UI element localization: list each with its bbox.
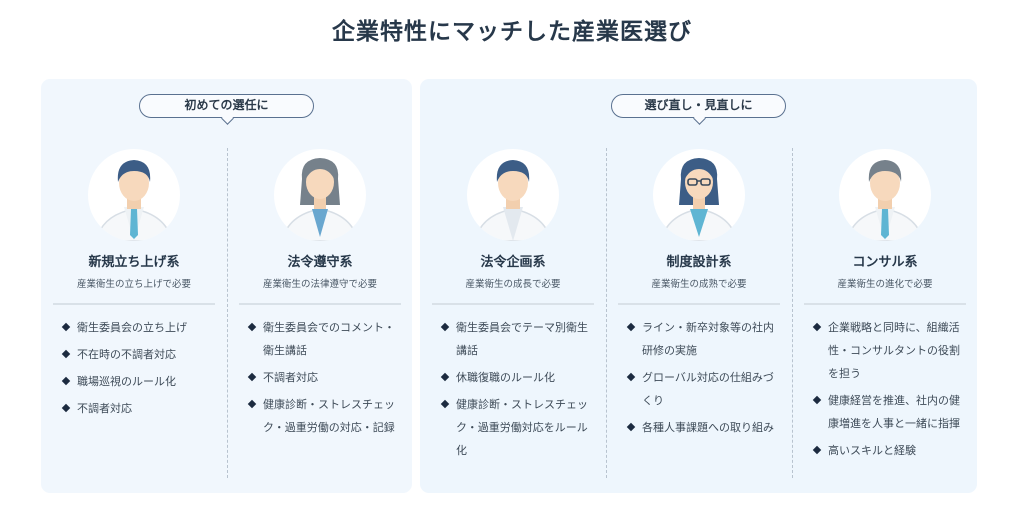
- list-item: 不調者対応: [247, 366, 403, 389]
- column-title: 法令遵守系: [287, 255, 353, 270]
- list-item: 高いスキルと経験: [812, 439, 968, 462]
- list-item: 不調者対応: [61, 397, 217, 420]
- list-item: 衛生委員会でテーマ別衛生講話: [440, 316, 596, 362]
- list-item: 職場巡視のルール化: [61, 370, 217, 393]
- column-subtitle: 産業衛生の成長で必要: [465, 279, 561, 290]
- item-list: 衛生委員会でのコメント・衛生講話 不調者対応 健康診断・ストレスチェック・過重労…: [227, 316, 413, 439]
- list-item: 不在時の不調者対応: [61, 343, 217, 366]
- list-item: 企業戦略と同時に、組織活性・コンサルタントの役割を担う: [812, 316, 968, 385]
- panel-first-appointment: 初めての選任に 新規立ち上げ系 産業衛生の立ち上げで必要 衛生委員会の立ち上げ …: [41, 79, 412, 493]
- column-planning: 法令企画系 産業衛生の成長で必要 衛生委員会でテーマ別衛生講話 休職復職のルール…: [420, 149, 606, 466]
- column-consulting: コンサル系 産業衛生の進化で必要 企業戦略と同時に、組織活性・コンサルタントの役…: [792, 149, 978, 466]
- column-subtitle: 産業衛生の成熟で必要: [651, 279, 747, 290]
- list-item: 健康診断・ストレスチェック・過重労働対応をルール化: [440, 393, 596, 462]
- list-item: 衛生委員会でのコメント・衛生講話: [247, 316, 403, 362]
- separator: [53, 303, 215, 305]
- column-title: 制度設計系: [666, 255, 732, 270]
- column-subtitle: 産業衛生の立ち上げで必要: [76, 279, 191, 290]
- female-doctor-gray-hair-icon: [274, 149, 366, 241]
- female-doctor-glasses-icon: [653, 149, 745, 241]
- male-doctor-gray-hair-tie-icon: [839, 149, 931, 241]
- column-startup: 新規立ち上げ系 産業衛生の立ち上げで必要 衛生委員会の立ち上げ 不在時の不調者対…: [41, 149, 227, 424]
- group-label-bubble: 選び直し・見直しに: [611, 94, 786, 118]
- column-title: コンサル系: [852, 255, 918, 270]
- column-divider: [606, 148, 607, 478]
- list-item: 休職復職のルール化: [440, 366, 596, 389]
- column-subtitle: 産業衛生の法律遵守で必要: [262, 279, 377, 290]
- separator: [239, 303, 401, 305]
- separator: [432, 303, 594, 305]
- item-list: 衛生委員会の立ち上げ 不在時の不調者対応 職場巡視のルール化 不調者対応: [41, 316, 227, 420]
- group-label-bubble: 初めての選任に: [139, 94, 314, 118]
- panel-reselection: 選び直し・見直しに 法令企画系 産業衛生の成長で必要 衛生委員会でテーマ別衛生講…: [420, 79, 977, 493]
- column-system-design: 制度設計系 産業衛生の成熟で必要 ライン・新卒対象等の社内研修の実施 グローバル…: [606, 149, 792, 443]
- male-doctor-navy-hair-tie-icon: [88, 149, 180, 241]
- column-title: 新規立ち上げ系: [88, 255, 180, 270]
- column-title: 法令企画系: [480, 255, 546, 270]
- male-doctor-navy-hair-no-tie-icon: [467, 149, 559, 241]
- column-divider: [792, 148, 793, 478]
- item-list: 企業戦略と同時に、組織活性・コンサルタントの役割を担う 健康経営を推進、社内の健…: [792, 316, 978, 462]
- list-item: ライン・新卒対象等の社内研修の実施: [626, 316, 782, 362]
- list-item: グローバル対応の仕組みづくり: [626, 366, 782, 412]
- list-item: 各種人事課題への取り組み: [626, 416, 782, 439]
- column-subtitle: 産業衛生の進化で必要: [837, 279, 933, 290]
- list-item: 健康経営を推進、社内の健康増進を人事と一緒に指揮: [812, 389, 968, 435]
- page-title: 企業特性にマッチした産業医選び: [332, 19, 692, 45]
- column-divider: [227, 148, 228, 478]
- column-compliance: 法令遵守系 産業衛生の法律遵守で必要 衛生委員会でのコメント・衛生講話 不調者対…: [227, 149, 413, 443]
- item-list: ライン・新卒対象等の社内研修の実施 グローバル対応の仕組みづくり 各種人事課題へ…: [606, 316, 792, 439]
- separator: [618, 303, 780, 305]
- item-list: 衛生委員会でテーマ別衛生講話 休職復職のルール化 健康診断・ストレスチェック・過…: [420, 316, 606, 462]
- list-item: 衛生委員会の立ち上げ: [61, 316, 217, 339]
- separator: [804, 303, 966, 305]
- list-item: 健康診断・ストレスチェック・過重労働の対応・記録: [247, 393, 403, 439]
